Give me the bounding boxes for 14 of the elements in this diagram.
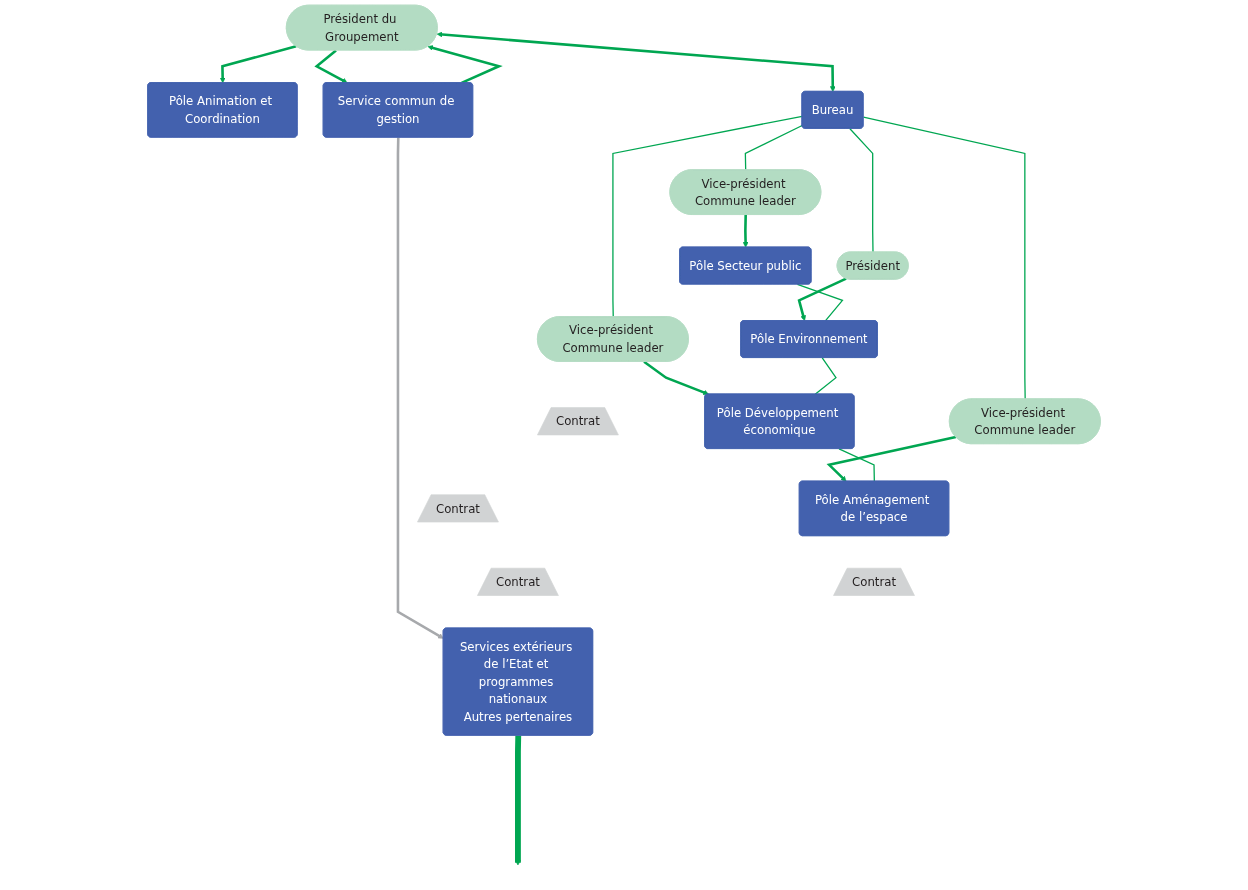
arrow xyxy=(742,214,749,248)
arrow xyxy=(396,137,444,639)
arrow xyxy=(826,435,957,482)
connector xyxy=(849,128,874,253)
connector xyxy=(612,115,803,318)
connector xyxy=(862,116,1026,400)
arrow xyxy=(314,49,348,84)
arrow xyxy=(797,277,847,322)
arrow xyxy=(643,360,709,396)
arrow xyxy=(436,31,836,92)
arrow xyxy=(219,45,297,84)
connector xyxy=(744,124,803,171)
connector xyxy=(838,448,875,483)
arrow xyxy=(515,735,522,866)
